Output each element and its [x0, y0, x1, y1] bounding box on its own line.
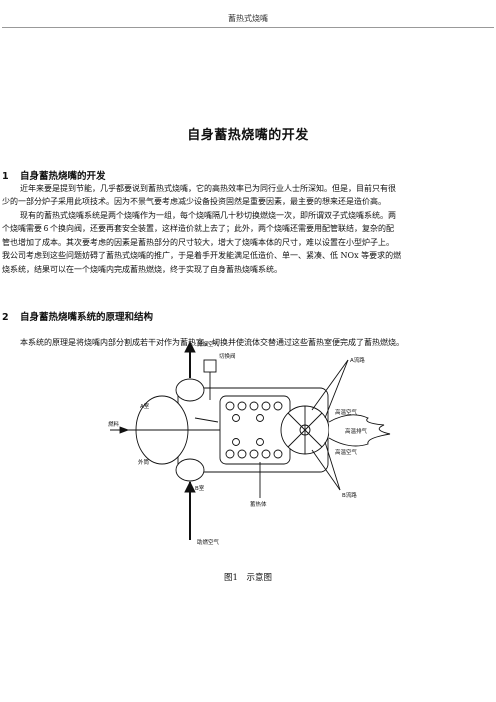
- section-2-title: 自身蓄热烧嘴系统的原理和结构: [20, 312, 154, 323]
- paragraph-line: 管也增加了成本。其次要考虑的因素是蓄热部分的尺寸较大，增大了烧嘴本体的尺寸，难以…: [2, 237, 394, 247]
- paragraph-line: 个烧嘴需要６个换向阀，还要再套安全装置，这样造价就上去了；此外，两个烧嘴还需要用…: [2, 224, 394, 234]
- label-hot-air-1: 高温空气: [335, 408, 358, 416]
- section-2-paragraph: 本系统的原理是将烧嘴内部分割成若干对作为蓄热室，切换并使流体交替通过这些蓄热室便…: [2, 336, 494, 349]
- label-chamber-b: B室: [195, 484, 205, 492]
- paragraph-line: 近年来要是提到节能，几乎都要说到蓄热式烧嘴，它的高热效率已为同行业人士所深知。但…: [20, 184, 396, 193]
- section-1-number: 1: [2, 171, 9, 182]
- label-fuel: 燃料: [108, 420, 120, 428]
- paragraph-line: 本系统的原理是将烧嘴内部分割成若干对作为蓄热室，切换并使流体交替通过这些蓄热室便…: [20, 338, 404, 347]
- label-hot-air-2: 高温空气: [335, 448, 358, 456]
- label-chamber-a: A室: [140, 402, 150, 410]
- header-divider: [2, 27, 494, 28]
- flame-shape: [328, 414, 391, 447]
- label-combustion-air: 助燃空气: [197, 538, 220, 546]
- document-title: 自身蓄热烧嘴的开发: [187, 128, 309, 143]
- figure-caption: 图1 示意图: [224, 573, 272, 583]
- exhaust-arrow: [184, 340, 196, 353]
- label-valve: 切换阀: [219, 352, 236, 360]
- section-2-number: 2: [2, 312, 9, 323]
- label-hot-exhaust: 高温排气: [345, 427, 368, 435]
- label-flow-a: A流路: [350, 356, 365, 364]
- section-2-heading: 2 自身蓄热烧嘴系统的原理和结构: [2, 309, 153, 323]
- label-regenerator: 蓄热体: [250, 500, 267, 508]
- section-1-paragraph-2: 现有的蓄热式烧嘴系统是两个烧嘴作为一组，每个烧嘴隔几十秒切换燃烧一次，即所谓双子…: [2, 209, 494, 276]
- fuel-arrow: [119, 426, 130, 434]
- page-header: 蓄热式烧嘴: [228, 14, 268, 23]
- label-flow-b: B流路: [342, 491, 357, 499]
- paragraph-line: 烧系统，结果可以在一个烧嘴内完成蓄热燃烧，终于实现了自身蓄热烧嘴系统。: [2, 264, 282, 274]
- valve-icon: [203, 359, 217, 373]
- label-outer-tube: 外筒: [138, 458, 150, 466]
- upper-lobe-shape: [175, 378, 205, 402]
- paragraph-line: 我公司考虑到这些问题妨碍了蓄热式烧嘴的推广，于是着手开发能满足低造价、单一、紧凑…: [2, 251, 402, 261]
- lower-lobe-shape: [175, 458, 205, 482]
- section-1-heading: 1 自身蓄热烧嘴的开发: [2, 168, 106, 182]
- section-1-paragraph-1: 近年来要是提到节能，几乎都要说到蓄热式烧嘴，它的高热效率已为同行业人士所深知。但…: [2, 182, 494, 209]
- label-exhaust: 排烟空气: [197, 340, 220, 348]
- burner-schematic-figure: 排烟空气 切换阀 A室 B室 外筒 燃料 蓄热体 A流路 B流路 高温空气 高温…: [108, 340, 391, 546]
- section-1-title: 自身蓄热烧嘴的开发: [20, 171, 106, 182]
- paragraph-line: 现有的蓄热式烧嘴系统是两个烧嘴作为一组，每个烧嘴隔几十秒切换燃烧一次，即所谓双子…: [20, 211, 396, 220]
- paragraph-line: 少的一部分炉子采用此项技术。因为不景气要考虑减少设备投资固然是重要因素，最主要的…: [2, 197, 386, 207]
- air-inlet-arrow: [184, 480, 196, 493]
